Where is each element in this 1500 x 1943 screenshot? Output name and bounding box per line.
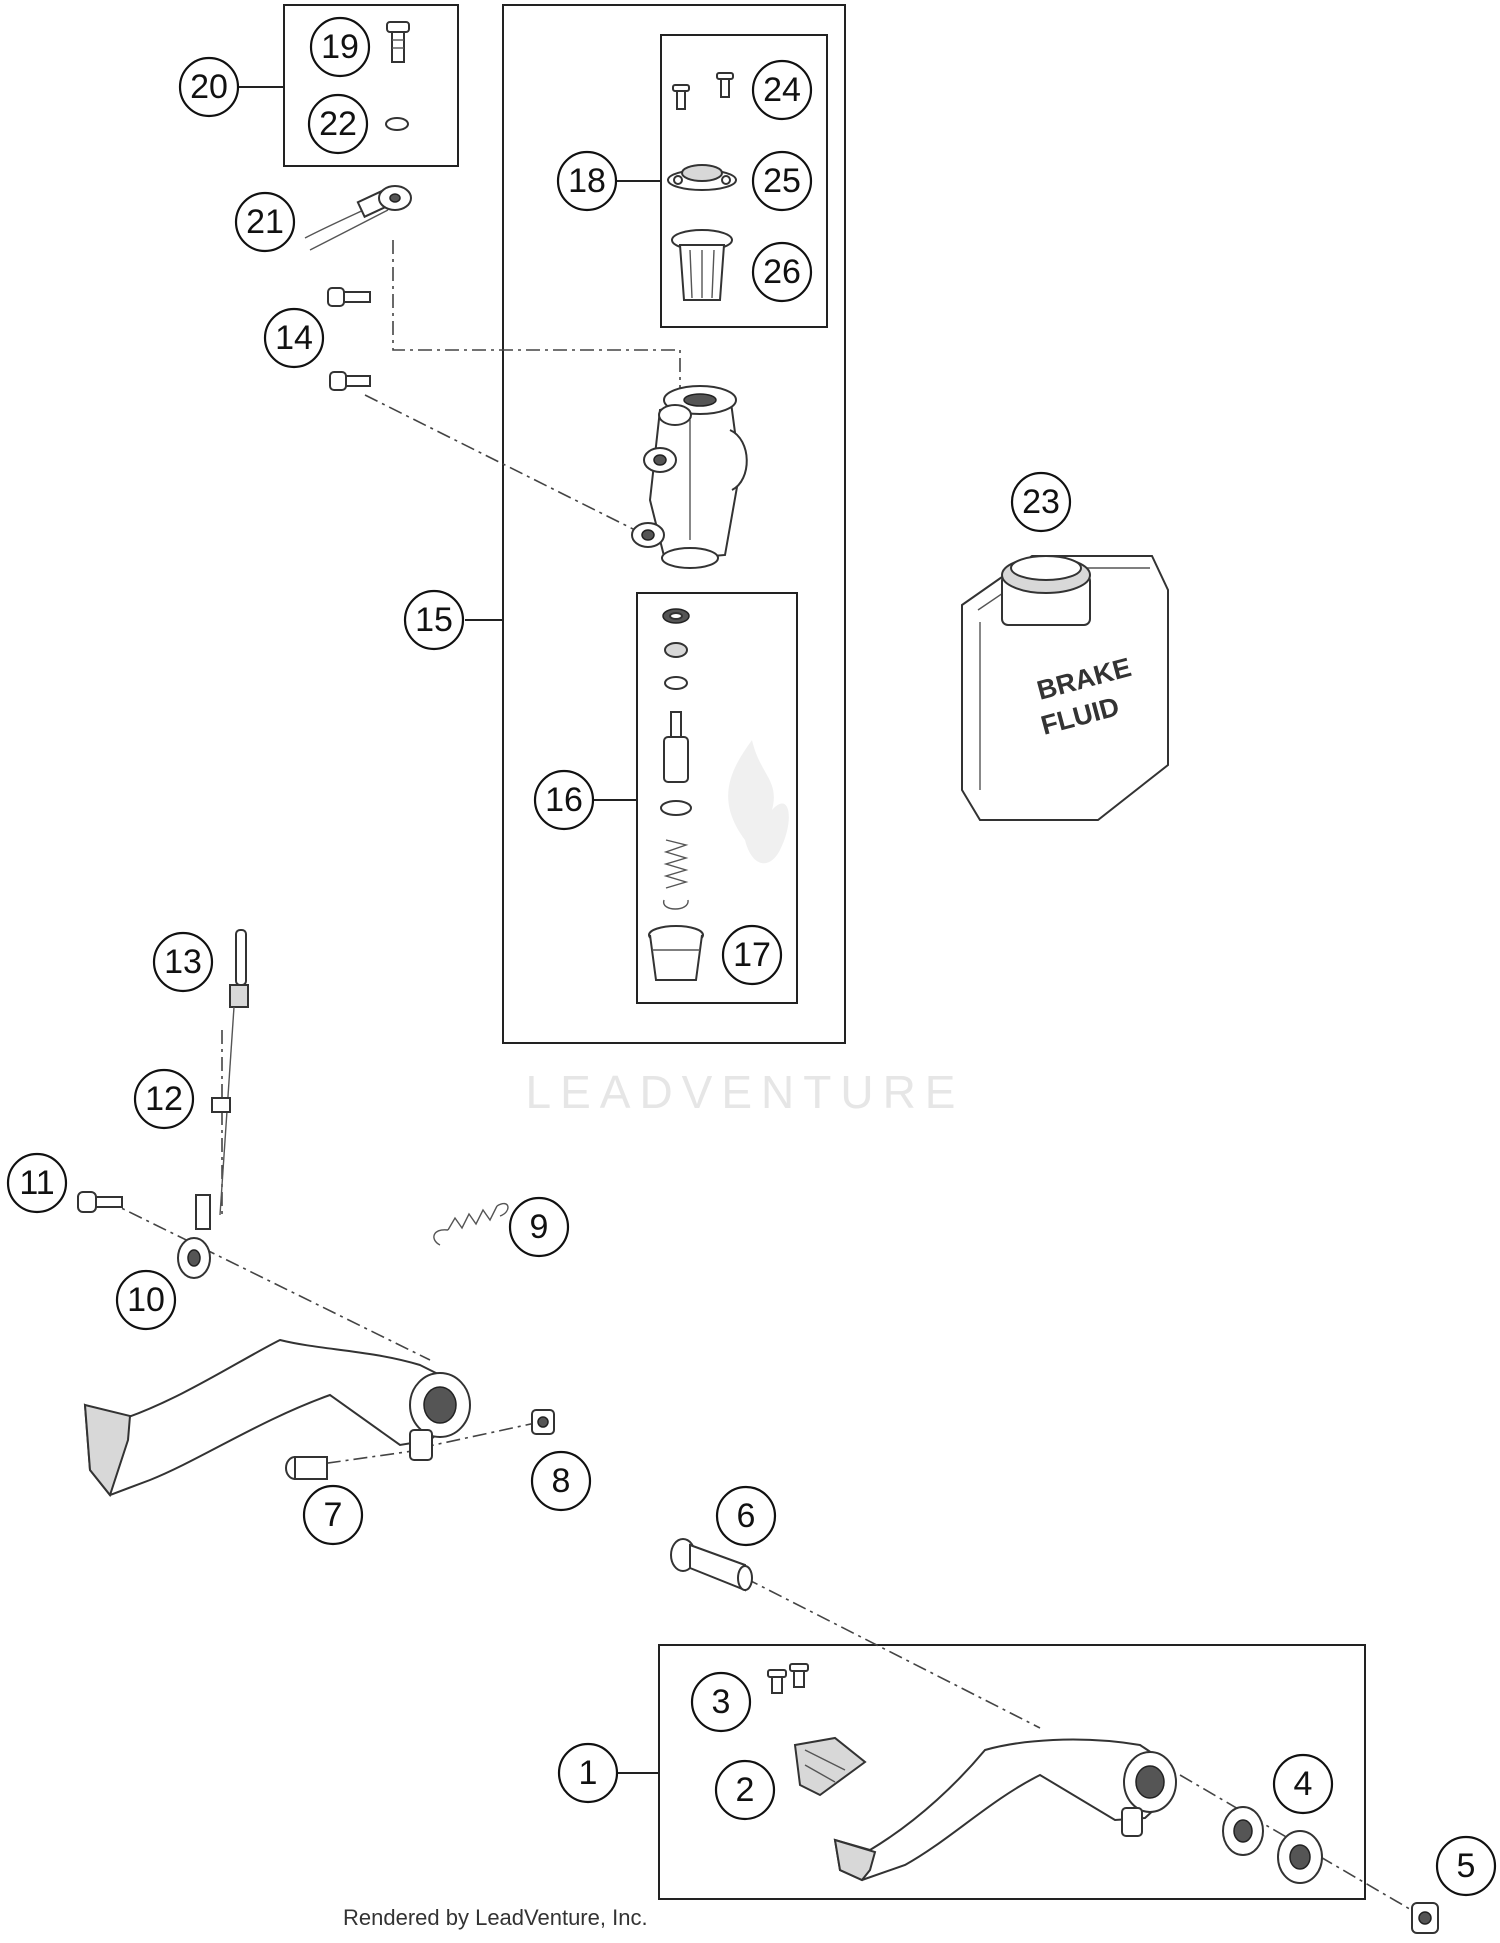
- bolt-14-upper-part: [327, 287, 371, 307]
- brake-hose-21-part: [304, 185, 412, 251]
- callout-label-8: 8: [552, 1462, 571, 1500]
- credit-text: Rendered by LeadVenture, Inc.: [343, 1905, 648, 1930]
- callout-7: 7: [302, 1484, 364, 1546]
- callout-label-16: 16: [545, 781, 583, 819]
- bolt-14-lower-part: [329, 371, 371, 391]
- brake-pedal-part: [83, 1338, 471, 1498]
- callout-label-3: 3: [712, 1683, 731, 1721]
- clevis-10-part: [177, 1194, 211, 1279]
- group-box-20: [283, 4, 459, 167]
- reservoir-cap-25-part: [667, 164, 737, 191]
- callout-8: 8: [530, 1450, 592, 1512]
- watermark-text: LEADVENTURE: [526, 1066, 965, 1118]
- callout-label-17: 17: [733, 936, 771, 974]
- callout-15: 15: [403, 589, 465, 651]
- callout-label-20: 20: [190, 68, 228, 106]
- pivot-shaft-6-part: [670, 1538, 753, 1592]
- callout-21: 21: [234, 191, 296, 253]
- callout-label-25: 25: [763, 162, 801, 200]
- callout-3: 3: [690, 1671, 752, 1733]
- callout-25: 25: [751, 150, 813, 212]
- bushings-4-part: [1222, 1806, 1323, 1884]
- callout-1: 1: [557, 1742, 619, 1804]
- callout-label-15: 15: [415, 601, 453, 639]
- pedal-tip-2-part: [793, 1736, 867, 1797]
- callout-label-12: 12: [145, 1080, 183, 1118]
- callout-label-19: 19: [321, 28, 359, 66]
- callout-10: 10: [115, 1269, 177, 1331]
- pushrod-13-part: [219, 929, 249, 1216]
- callout-label-13: 13: [164, 943, 202, 981]
- callout-label-2: 2: [736, 1771, 755, 1809]
- callout-label-6: 6: [737, 1497, 756, 1535]
- callout-5: 5: [1435, 1835, 1497, 1897]
- screws-24-part: [672, 72, 734, 110]
- group-box-15: [502, 4, 846, 1044]
- callout-19: 19: [309, 16, 371, 78]
- callout-label-7: 7: [324, 1496, 343, 1534]
- group-box-16: [636, 592, 798, 1004]
- callout-4: 4: [1272, 1753, 1334, 1815]
- callout-label-21: 21: [246, 203, 284, 241]
- master-cylinder-15-part: [631, 385, 748, 569]
- callout-label-9: 9: [530, 1208, 549, 1246]
- spring-9-part: [433, 1202, 509, 1246]
- callout-label-22: 22: [319, 105, 357, 143]
- reservoir-bellows-26-part: [671, 229, 733, 301]
- callout-20: 20: [178, 56, 240, 118]
- callout-label-10: 10: [127, 1281, 165, 1319]
- callout-16: 16: [533, 769, 595, 831]
- callout-11: 11: [6, 1152, 68, 1214]
- callout-label-4: 4: [1294, 1765, 1313, 1803]
- brake-fluid-bottle-23-part: BRAKE FLUID: [961, 555, 1169, 821]
- callout-label-18: 18: [568, 162, 606, 200]
- callout-label-1: 1: [579, 1754, 598, 1792]
- screws-3-part: [767, 1663, 809, 1694]
- callout-6: 6: [715, 1485, 777, 1547]
- dust-boot-17-part: [648, 925, 704, 981]
- callout-label-26: 26: [763, 253, 801, 291]
- washer-22-part: [385, 117, 409, 131]
- watermark: LEADVENTURE: [526, 740, 965, 1118]
- callout-9: 9: [508, 1196, 570, 1258]
- callout-24: 24: [751, 59, 813, 121]
- callout-26: 26: [751, 241, 813, 303]
- callout-14: 14: [263, 307, 325, 369]
- screw-19-part: [386, 21, 410, 63]
- nut-5-part: [1411, 1902, 1439, 1934]
- callout-label-11: 11: [19, 1164, 54, 1202]
- nut-12-part: [211, 1097, 231, 1113]
- callout-label-24: 24: [763, 71, 801, 109]
- callout-23: 23: [1010, 471, 1072, 533]
- callout-label-14: 14: [275, 319, 313, 357]
- callout-2: 2: [714, 1759, 776, 1821]
- pin-7-part: [285, 1456, 328, 1480]
- bolt-11-part: [77, 1191, 123, 1213]
- piston-kit-16-part: [660, 608, 692, 910]
- nut-8-part: [531, 1409, 555, 1435]
- callout-label-23: 23: [1022, 483, 1060, 521]
- brake-pedal-kit-1-part: [833, 1738, 1177, 1882]
- callout-12: 12: [133, 1068, 195, 1130]
- callout-label-5: 5: [1457, 1847, 1476, 1885]
- callout-13: 13: [152, 931, 214, 993]
- callout-18: 18: [556, 150, 618, 212]
- callout-17: 17: [721, 924, 783, 986]
- callout-22: 22: [307, 93, 369, 155]
